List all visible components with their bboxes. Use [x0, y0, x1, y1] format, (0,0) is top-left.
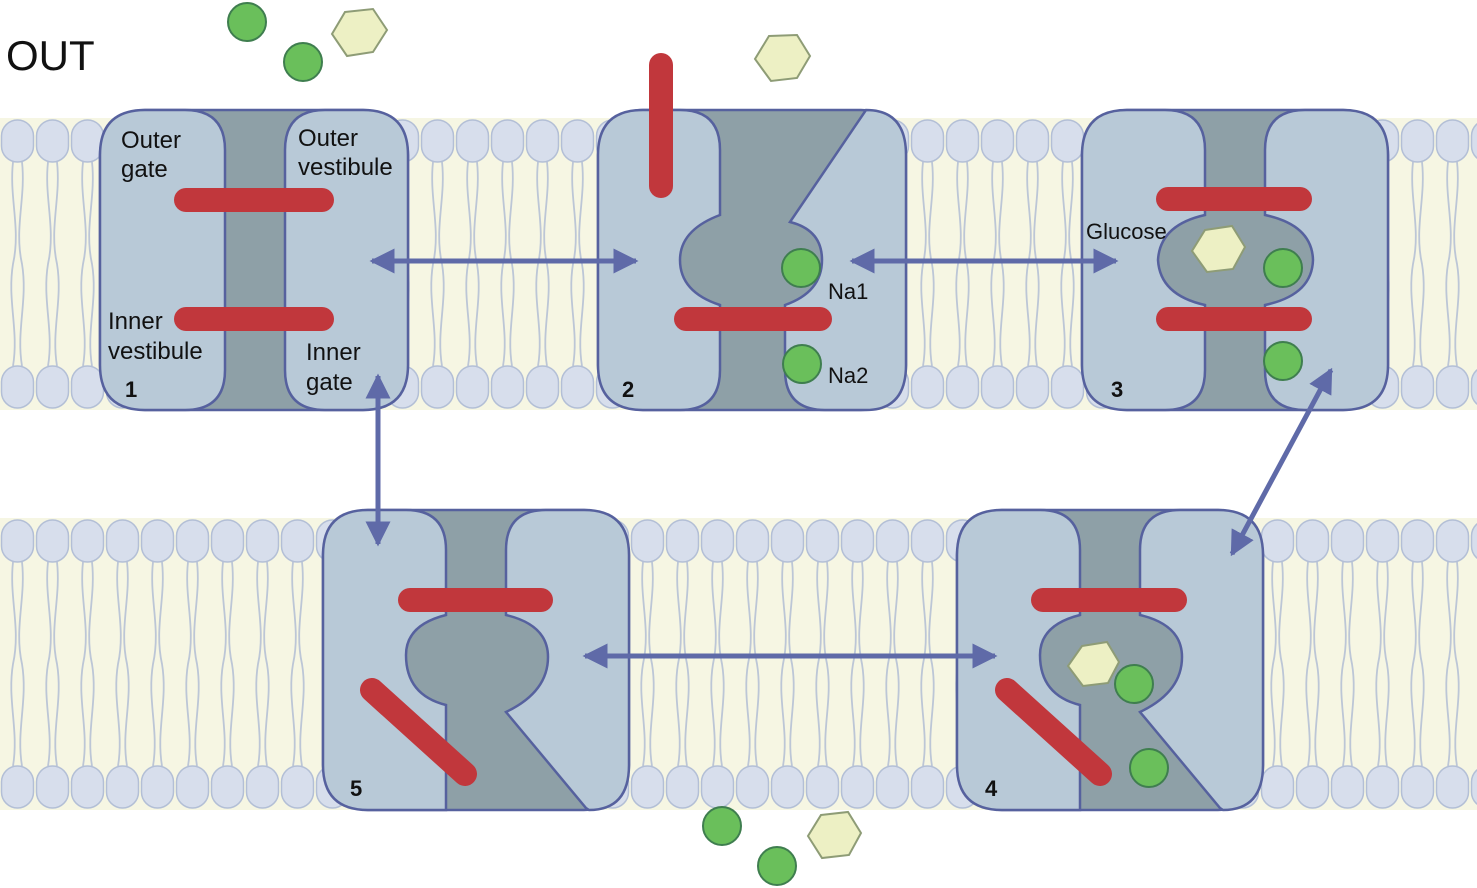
- na1-label: Na1: [828, 279, 868, 304]
- sodium-ion-icon: [1263, 341, 1303, 381]
- state-number-4: 4: [985, 776, 998, 801]
- inner-gate-bar-open: [995, 678, 1112, 786]
- sodium-ion-icon: [227, 2, 267, 42]
- glucose-label: Glucose: [1086, 219, 1167, 244]
- state-number-2: 2: [622, 377, 634, 402]
- sodium-ion-icon: [1263, 248, 1303, 288]
- sodium-ion-icon: [782, 344, 822, 384]
- outer-gate-label: Outer gate: [121, 127, 188, 183]
- transporter-state-2: Na1 Na2 2: [596, 53, 908, 412]
- sodium-ion-icon: [757, 846, 797, 886]
- glucose-molecule-icon: [330, 7, 389, 58]
- transporter-state-1: Outer gate Outer vestibule Inner vestibu…: [98, 108, 410, 412]
- state-number-3: 3: [1111, 377, 1123, 402]
- transporter-state-3: Glucose 3: [1080, 108, 1390, 412]
- glucose-molecule-icon: [1066, 640, 1121, 688]
- glucose-molecule-icon: [753, 33, 812, 83]
- transporter-state-4: 4: [955, 508, 1265, 812]
- glucose-molecule-icon: [806, 810, 863, 860]
- glucose-molecule-icon: [1190, 224, 1247, 274]
- sodium-ion-icon: [1129, 748, 1169, 788]
- inner-gate-label: Inner gate: [306, 339, 367, 396]
- sodium-ion-icon: [1114, 664, 1154, 704]
- transporter-state-5: 5: [321, 508, 631, 812]
- outer-vestibule-label: Outer vestibule: [298, 125, 393, 181]
- inner-vestibule-label: Inner vestibule: [108, 308, 203, 365]
- sodium-ion-icon: [283, 42, 323, 82]
- state-number-1: 1: [125, 377, 137, 402]
- double-headed-arrow-icon: [1229, 367, 1334, 557]
- outside-label: OUT: [6, 32, 95, 79]
- sodium-ion-icon: [702, 806, 742, 846]
- sodium-ion-icon: [781, 248, 821, 288]
- state-number-5: 5: [350, 776, 362, 801]
- inner-gate-bar-open: [360, 678, 477, 786]
- na2-label: Na2: [828, 363, 868, 388]
